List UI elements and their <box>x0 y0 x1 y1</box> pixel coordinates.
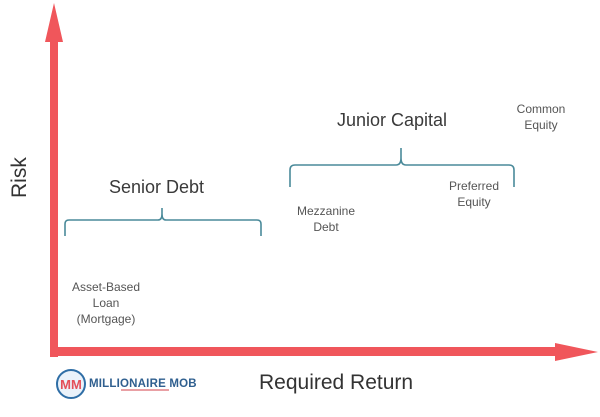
millionaire-mob-logo: MM MILLIONAIRE MOB <box>56 369 197 399</box>
group-title-junior-capital: Junior Capital <box>337 110 448 130</box>
group-title-senior-debt: Senior Debt <box>109 177 205 197</box>
item-line: Equity <box>457 195 491 209</box>
senior-debt-bracket <box>64 208 262 236</box>
item-line: (Mortgage) <box>76 312 136 326</box>
item-mezzanine-debt: Mezzanine Debt <box>286 203 366 235</box>
item-line: Mezzanine <box>296 204 356 218</box>
x-axis-arrow <box>50 343 598 361</box>
item-line: Debt <box>313 220 339 234</box>
item-line: Equity <box>524 118 558 132</box>
x-axis-title: Required Return <box>259 371 414 394</box>
logo-tagline <box>121 389 169 391</box>
junior-capital-bracket <box>289 148 515 187</box>
item-line: Common <box>516 102 566 116</box>
item-line: Loan <box>92 296 120 310</box>
item-line: Asset-Based <box>71 280 141 294</box>
y-axis-title: Risk <box>8 157 31 198</box>
logo-name: MILLIONAIRE MOB <box>89 378 197 390</box>
y-axis-arrow <box>45 3 63 357</box>
item-common-equity: Common Equity <box>506 101 576 133</box>
item-asset-based-loan: Asset-Based Loan (Mortgage) <box>60 279 152 327</box>
item-preferred-equity: Preferred Equity <box>439 178 509 210</box>
logo-mark-icon: MM <box>56 369 86 399</box>
item-line: Preferred <box>448 179 500 193</box>
